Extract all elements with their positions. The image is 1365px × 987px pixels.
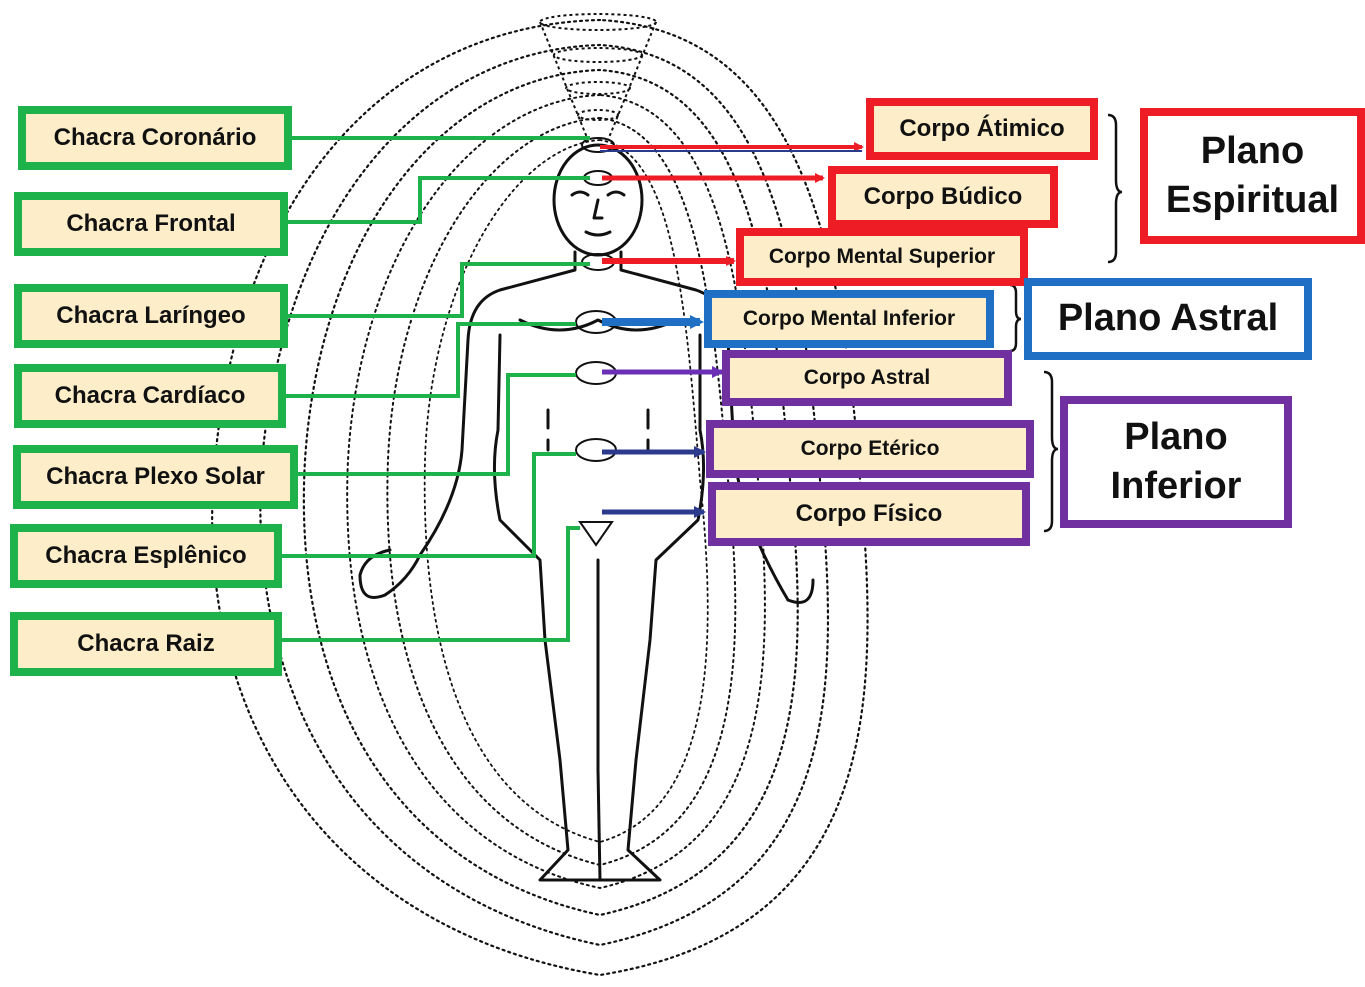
human-figure-icon <box>358 143 815 882</box>
body-label-atimico: Corpo Átimico <box>866 98 1098 160</box>
chakra-label-cardiaco: Chacra Cardíaco <box>14 364 286 428</box>
connector-cardiaco <box>286 322 576 398</box>
chakra-cardiaco-text: Chacra Cardíaco <box>54 382 246 409</box>
body-label-budico: Corpo Búdico <box>828 166 1058 228</box>
brace-icon <box>1009 113 1123 533</box>
connector-raiz <box>282 526 580 642</box>
green-connectors <box>282 136 590 642</box>
chakra-raiz-text: Chacra Raiz <box>77 630 215 657</box>
crown-funnel-icon <box>539 13 657 141</box>
chakra-point-raiz <box>578 521 614 547</box>
chakra-label-plexo-solar: Chacra Plexo Solar <box>13 445 298 509</box>
chakra-label-laringeo: Chacra Laríngeo <box>14 284 288 348</box>
plane-spiritual: Plano Espiritual <box>1140 108 1365 244</box>
chakra-coronario-text: Chacra Coronário <box>53 124 257 151</box>
chakra-laringeo-text: Chacra Laríngeo <box>56 302 246 329</box>
chakra-label-raiz: Chacra Raiz <box>10 612 282 676</box>
connector-plexo-solar <box>297 373 576 476</box>
body-label-astral: Corpo Astral <box>722 350 1012 406</box>
plane-inferior: Plano Inferior <box>1060 396 1292 528</box>
connector-frontal <box>287 176 590 224</box>
chakra-label-coronario: Chacra Coronário <box>18 106 292 170</box>
body-mental-superior-text: Corpo Mental Superior <box>768 245 996 268</box>
chakra-esplenico-text: Chacra Esplênico <box>45 542 247 569</box>
body-fisico-text: Corpo Físico <box>795 500 943 527</box>
chakra-points <box>575 137 617 547</box>
body-atimico-text: Corpo Átimico <box>899 115 1065 142</box>
body-label-mental-superior: Corpo Mental Superior <box>736 228 1028 286</box>
body-eterico-text: Corpo Etérico <box>800 437 940 460</box>
chakra-frontal-text: Chacra Frontal <box>66 210 236 237</box>
body-astral-text: Corpo Astral <box>803 366 931 389</box>
chakra-label-frontal: Chacra Frontal <box>14 192 288 256</box>
body-label-fisico: Corpo Físico <box>708 482 1030 546</box>
body-budico-text: Corpo Búdico <box>863 183 1023 210</box>
body-label-eterico: Corpo Etérico <box>706 420 1034 478</box>
plane-spiritual-text: Plano Espiritual <box>1165 129 1340 221</box>
chakra-label-esplenico: Chacra Esplênico <box>10 524 282 588</box>
connector-esplenico <box>282 452 576 558</box>
body-mental-inferior-text: Corpo Mental Inferior <box>742 307 956 330</box>
body-label-mental-inferior: Corpo Mental Inferior <box>704 290 994 348</box>
body-arrows <box>600 142 864 518</box>
plane-astral: Plano Astral <box>1024 278 1312 360</box>
chakra-plexo-solar-text: Chacra Plexo Solar <box>46 463 265 490</box>
connector-laringeo <box>287 262 590 318</box>
plane-inferior-text: Plano Inferior <box>1110 415 1242 507</box>
plane-astral-text: Plano Astral <box>1057 297 1279 340</box>
